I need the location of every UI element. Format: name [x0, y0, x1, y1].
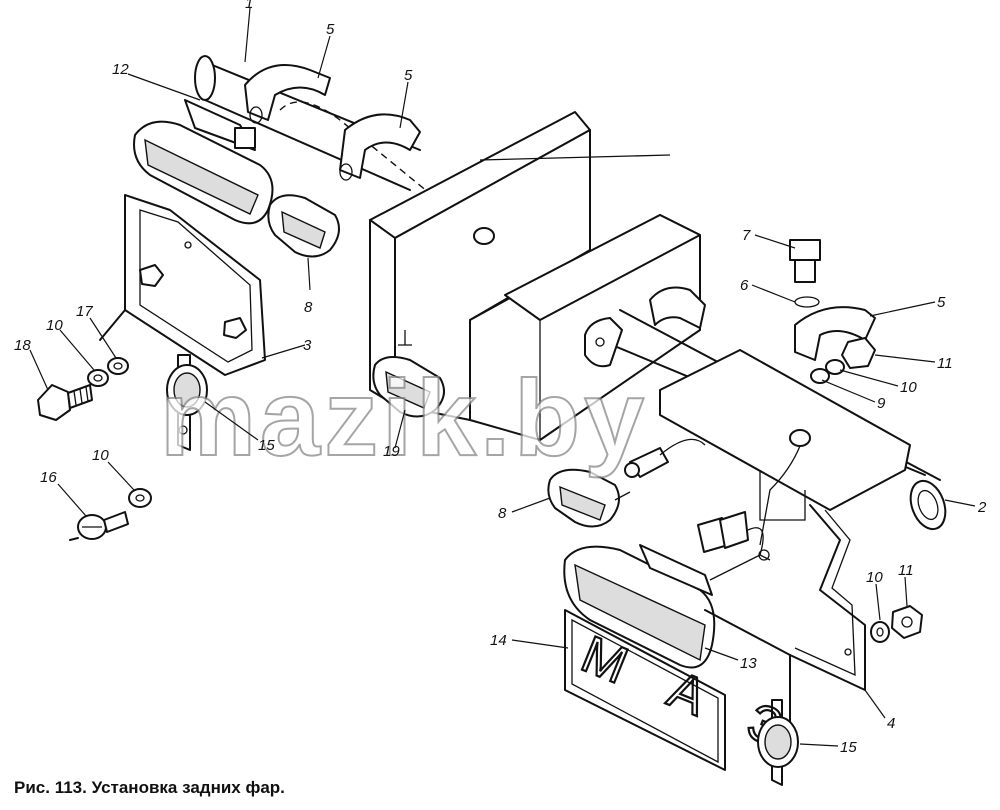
callout-17: 17	[76, 303, 93, 320]
washer-10-left	[87, 369, 109, 387]
right-clamp-assembly	[789, 239, 876, 384]
callout-10-lower-right: 10	[866, 569, 883, 586]
callout-15-left: 15	[258, 437, 275, 454]
right-lamp-bracket	[704, 504, 866, 741]
callout-8-right: 8	[498, 505, 507, 522]
callout-11-lower: 11	[898, 562, 914, 579]
callout-10-left: 10	[46, 317, 63, 334]
center-marker-lamp	[372, 355, 445, 418]
left-rear-lamp	[133, 99, 274, 225]
washer-10-right	[870, 621, 890, 643]
upper-clamp-left	[244, 64, 331, 124]
callout-3: 3	[303, 337, 312, 354]
right-marker-lamp	[547, 468, 631, 528]
left-lamp-bracket	[99, 194, 266, 376]
callout-5-right: 5	[937, 294, 946, 311]
callout-14: 14	[490, 632, 507, 649]
callout-13: 13	[740, 655, 757, 672]
upper-clamp-right	[339, 113, 421, 181]
right-rear-lamp	[563, 544, 716, 669]
lower-tube	[584, 286, 947, 531]
callout-18: 18	[14, 337, 31, 354]
callout-10-upper-right: 10	[900, 379, 917, 396]
callout-11-upper: 11	[937, 355, 953, 372]
washer-17	[107, 357, 129, 375]
callout-1: 1	[245, 0, 253, 12]
nut-11-right	[891, 605, 923, 639]
wiring	[624, 429, 811, 581]
callout-5-upper-left: 5	[326, 21, 335, 38]
callout-16: 16	[40, 469, 57, 486]
watermark: mazik.by	[160, 357, 648, 478]
callout-10-lower-left: 10	[92, 447, 109, 464]
washer-10-lower-left	[128, 488, 152, 508]
right-reflector	[757, 699, 799, 786]
callout-8-left: 8	[304, 299, 313, 316]
callout-9: 9	[877, 395, 886, 412]
left-marker-lamp	[267, 194, 340, 258]
callout-6: 6	[740, 277, 749, 294]
figure-caption: Рис. 113. Установка задних фар.	[14, 778, 285, 797]
callout-4: 4	[887, 715, 895, 732]
callout-2: 2	[977, 499, 987, 516]
callout-12: 12	[112, 61, 129, 78]
callout-15-right: 15	[840, 739, 857, 756]
callout-7: 7	[742, 227, 751, 244]
callout-labels: 1 5 5 12 7 6 5 11 10 9 8 3 17 10 18 15 1…	[14, 0, 987, 756]
leader-lines	[29, 7, 976, 747]
callout-5-upper-right: 5	[404, 67, 413, 84]
callout-19: 19	[383, 443, 400, 460]
screw-16	[69, 511, 129, 541]
bolt-18	[37, 384, 93, 421]
left-reflector	[166, 354, 208, 451]
